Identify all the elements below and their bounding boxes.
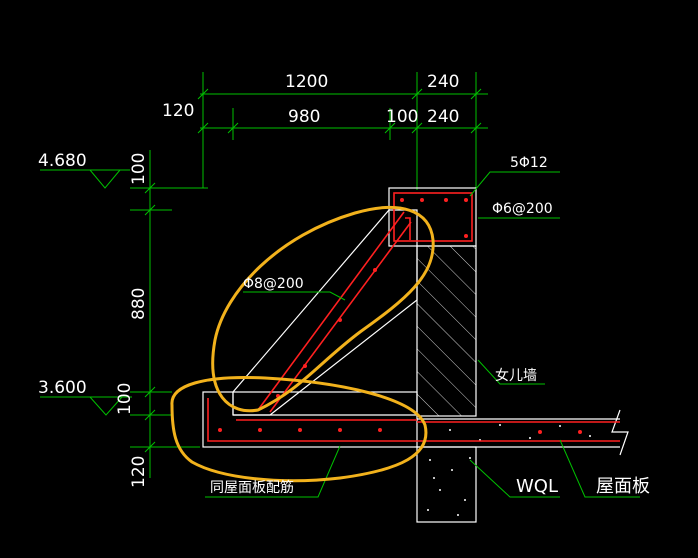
dim-880-vertical: 880 — [129, 288, 149, 320]
dim-1200: 1200 — [285, 72, 328, 92]
label-parapet: 女儿墙 — [495, 367, 537, 384]
dim-240-top: 240 — [427, 72, 459, 92]
label-roof-slab: 屋面板 — [596, 476, 650, 497]
dim-980: 980 — [288, 107, 320, 127]
leader-lines — [205, 171, 640, 498]
elevation-bottom: 3.600 — [38, 378, 87, 398]
label-top-main-rebar: 5Φ12 — [510, 155, 548, 171]
label-slab-rebar-note: 同屋面板配筋 — [210, 479, 294, 496]
ring-beam-fill — [427, 424, 591, 516]
dim-240-second: 240 — [427, 107, 459, 127]
label-slope-rebar: Φ8@200 — [243, 276, 304, 292]
label-stirrup: Φ6@200 — [492, 201, 553, 217]
dim-100-top-vertical: 100 — [129, 153, 149, 185]
dim-120-bottom-vertical: 120 — [129, 456, 149, 488]
rebar-dots — [218, 198, 582, 434]
slope-highlight-loop — [211, 205, 435, 413]
dim-120-left: 120 — [162, 101, 194, 121]
slab-highlight-loop — [170, 376, 428, 483]
dim-100-mid-vertical: 100 — [115, 383, 135, 415]
highlight-loops — [170, 205, 435, 483]
dim-100: 100 — [386, 107, 418, 127]
label-ring-beam: WQL — [516, 476, 558, 497]
elevation-top: 4.680 — [38, 151, 87, 171]
structure-outline — [202, 187, 629, 523]
dimension-lines — [40, 72, 488, 478]
